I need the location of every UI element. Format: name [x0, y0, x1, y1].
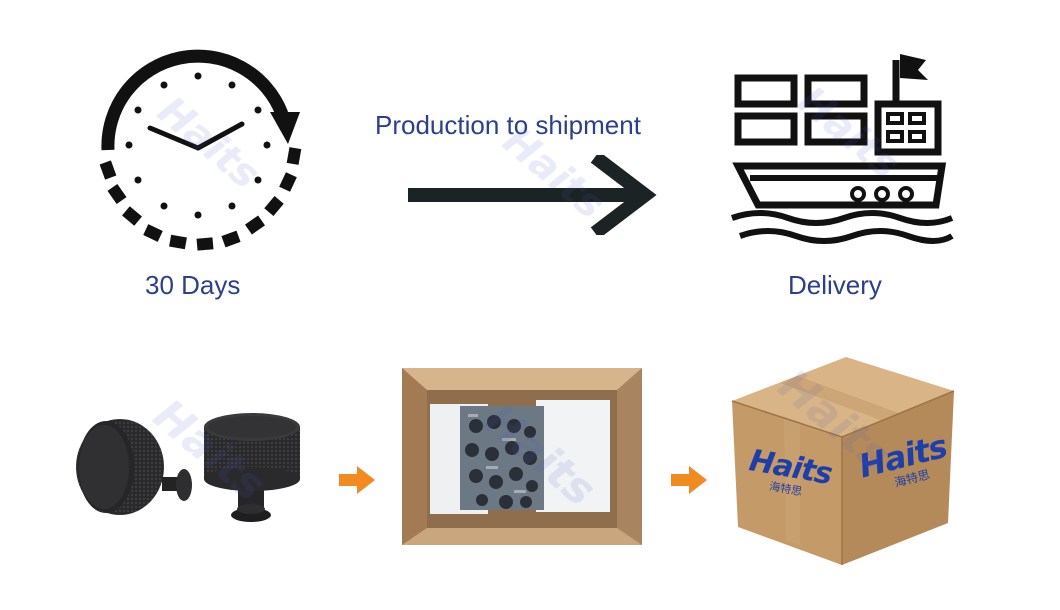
cargo-ship-icon: [730, 50, 955, 255]
orange-arrow-icon: [671, 466, 707, 494]
knob-product-photo: [70, 405, 335, 535]
open-box-photo: [402, 368, 642, 545]
arrow-right-icon: [405, 151, 660, 239]
orange-arrow-icon: [339, 466, 375, 494]
arrow-caption: Production to shipment: [375, 110, 641, 140]
clock-icon: [92, 40, 304, 252]
shipping-box-photo: Haits 海特思 Haits 海特思: [728, 355, 958, 567]
clock-caption: 30 Days: [145, 270, 241, 300]
ship-caption: Delivery: [788, 270, 882, 300]
